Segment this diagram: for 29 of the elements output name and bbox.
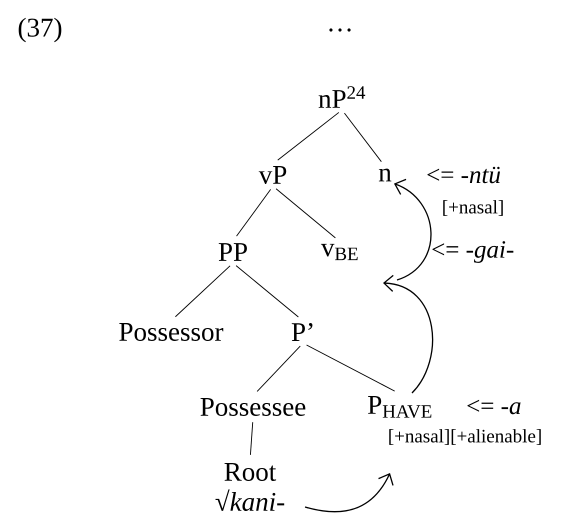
tree-label: vP [258, 166, 286, 184]
tree-branch [277, 112, 340, 161]
movement-arrow [394, 178, 432, 281]
example-number: (37) [18, 18, 62, 42]
ellipsis: … [329, 28, 351, 32]
tree-label: P$_{HAVE}$ [368, 396, 432, 418]
gloss: <= -a [467, 400, 521, 414]
tree-branch [276, 188, 336, 238]
tree-branch [236, 188, 272, 237]
tree-branch [250, 422, 254, 456]
tree-branch [236, 265, 299, 318]
tree-branch [306, 344, 396, 392]
tree-branch [174, 265, 231, 318]
tree-label: P’ [292, 323, 312, 341]
tree-label: n [378, 168, 392, 182]
tree-label: Possessee [200, 398, 306, 416]
gloss: <= -ntü [427, 166, 500, 184]
movement-arrow [304, 473, 394, 512]
gloss: <= -gai- [432, 241, 514, 263]
tree-label: Root √kani- [216, 463, 284, 511]
tree-branch [256, 346, 301, 392]
tree-label: nP$^{24}$ [318, 86, 366, 108]
gloss: [+nasal][+alienable] [389, 429, 541, 445]
gloss: [+nasal] [443, 200, 503, 216]
tree-label: PP [218, 243, 247, 261]
tree-label: v$_{BE}$ [320, 244, 358, 260]
tree-branch [344, 112, 382, 162]
tree-label: Possessor [119, 323, 224, 341]
movement-arrow [383, 274, 434, 394]
